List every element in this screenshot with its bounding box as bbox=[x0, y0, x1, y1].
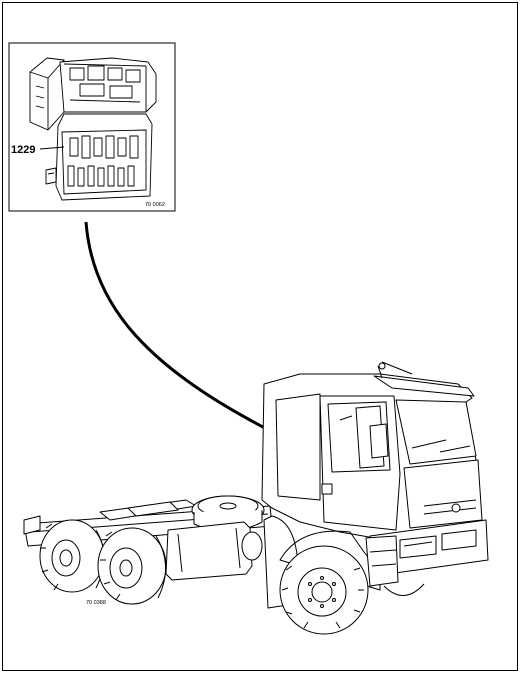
page-frame bbox=[2, 2, 518, 671]
component-number-label: 1229 bbox=[11, 144, 35, 156]
connector-block-icon bbox=[29, 57, 157, 201]
truck-drawing bbox=[23, 361, 489, 635]
figure-reference-label: 70 0388 bbox=[86, 600, 106, 606]
detail-inset: 1229 70 0062 bbox=[8, 42, 176, 212]
rear-wheels-icon bbox=[39, 519, 167, 605]
callout-leader-line bbox=[39, 146, 65, 150]
detail-reference-label: 70 0062 bbox=[145, 202, 165, 208]
windscreen bbox=[395, 399, 477, 465]
front-wheel-icon bbox=[279, 545, 369, 635]
fuel-tank bbox=[165, 521, 253, 581]
